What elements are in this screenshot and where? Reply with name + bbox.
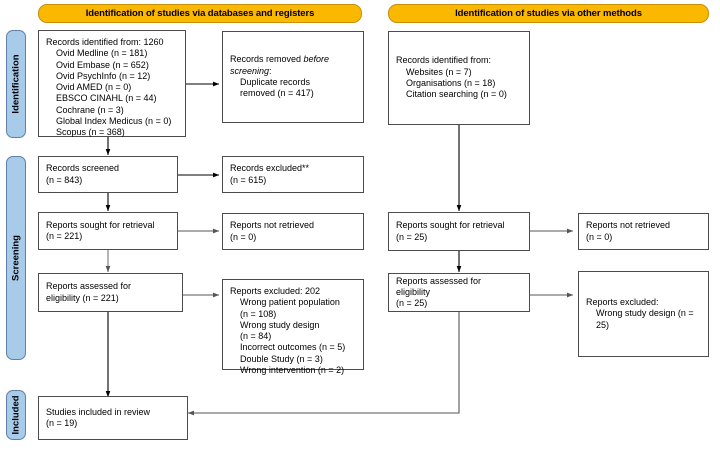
box-other-reports-excluded: Reports excluded: Wrong study design (n … [578, 271, 709, 357]
box-reports-not-retrieved-text: Reports not retrieved (n = 0) [230, 220, 315, 242]
box-other-reports-assessed-text: Reports assessed for eligibility (n = 25… [396, 275, 482, 309]
box-reports-not-retrieved: Reports not retrieved (n = 0) [222, 213, 364, 250]
box-reports-sought-text: Reports sought for retrieval (n = 221) [46, 219, 155, 241]
box-records-identified-text: Records identified from: 1260 Ovid Medli… [46, 37, 172, 138]
header-databases-registers: Identification of studies via databases … [38, 4, 362, 23]
phase-bar-included: Included [6, 390, 26, 440]
box-other-reports-sought: Reports sought for retrieval (n = 25) [388, 212, 530, 251]
box-reports-sought: Reports sought for retrieval (n = 221) [38, 212, 178, 250]
box-other-reports-sought-text: Reports sought for retrieval (n = 25) [396, 220, 505, 242]
header-databases-label: Identification of studies via databases … [85, 8, 315, 19]
phase-bar-identification: Identification [6, 30, 26, 138]
phase-label-screening: Screening [10, 235, 22, 281]
box-records-identified: Records identified from: 1260 Ovid Medli… [38, 30, 186, 137]
box-records-screened: Records screened (n = 843) [38, 156, 178, 193]
box-reports-assessed: Reports assessed for eligibility (n = 22… [38, 273, 183, 312]
header-other-label: Identification of studies via other meth… [455, 8, 642, 19]
box-reports-excluded-text: Reports excluded: 202 Wrong patient popu… [230, 286, 346, 376]
box-other-identified-text: Records identified from: Websites (n = 7… [396, 55, 507, 100]
records-removed-em2: screening [230, 65, 270, 76]
records-removed-prefix: Records removed [230, 54, 304, 65]
records-removed-suffix: : Duplicate records removed (n = 417) [240, 65, 314, 99]
header-other-methods: Identification of studies via other meth… [388, 4, 709, 23]
records-removed-em1: before [303, 54, 330, 65]
box-other-reports-not-retrieved-text: Reports not retrieved (n = 0) [586, 220, 671, 242]
box-reports-assessed-text: Reports assessed for eligibility (n = 22… [46, 281, 132, 303]
box-reports-excluded: Reports excluded: 202 Wrong patient popu… [222, 279, 364, 375]
box-records-excluded: Records excluded** (n = 615) [222, 156, 364, 193]
box-other-reports-not-retrieved: Reports not retrieved (n = 0) [578, 213, 709, 250]
phase-label-included: Included [10, 395, 22, 435]
box-studies-included-text: Studies included in review (n = 19) [46, 406, 151, 428]
phase-bar-screening: Screening [6, 156, 26, 360]
box-other-reports-excluded-text: Reports excluded: Wrong study design (n … [586, 297, 694, 330]
box-records-removed-text: Records removed before screening: Duplic… [230, 54, 329, 99]
box-other-reports-assessed: Reports assessed for eligibility (n = 25… [388, 273, 530, 312]
box-records-removed: Records removed before screening: Duplic… [222, 31, 364, 123]
phase-label-identification: Identification [10, 54, 22, 114]
box-other-identified: Records identified from: Websites (n = 7… [388, 31, 530, 125]
box-records-screened-text: Records screened (n = 843) [46, 163, 120, 185]
box-records-excluded-text: Records excluded** (n = 615) [230, 163, 310, 185]
box-studies-included: Studies included in review (n = 19) [38, 396, 188, 440]
